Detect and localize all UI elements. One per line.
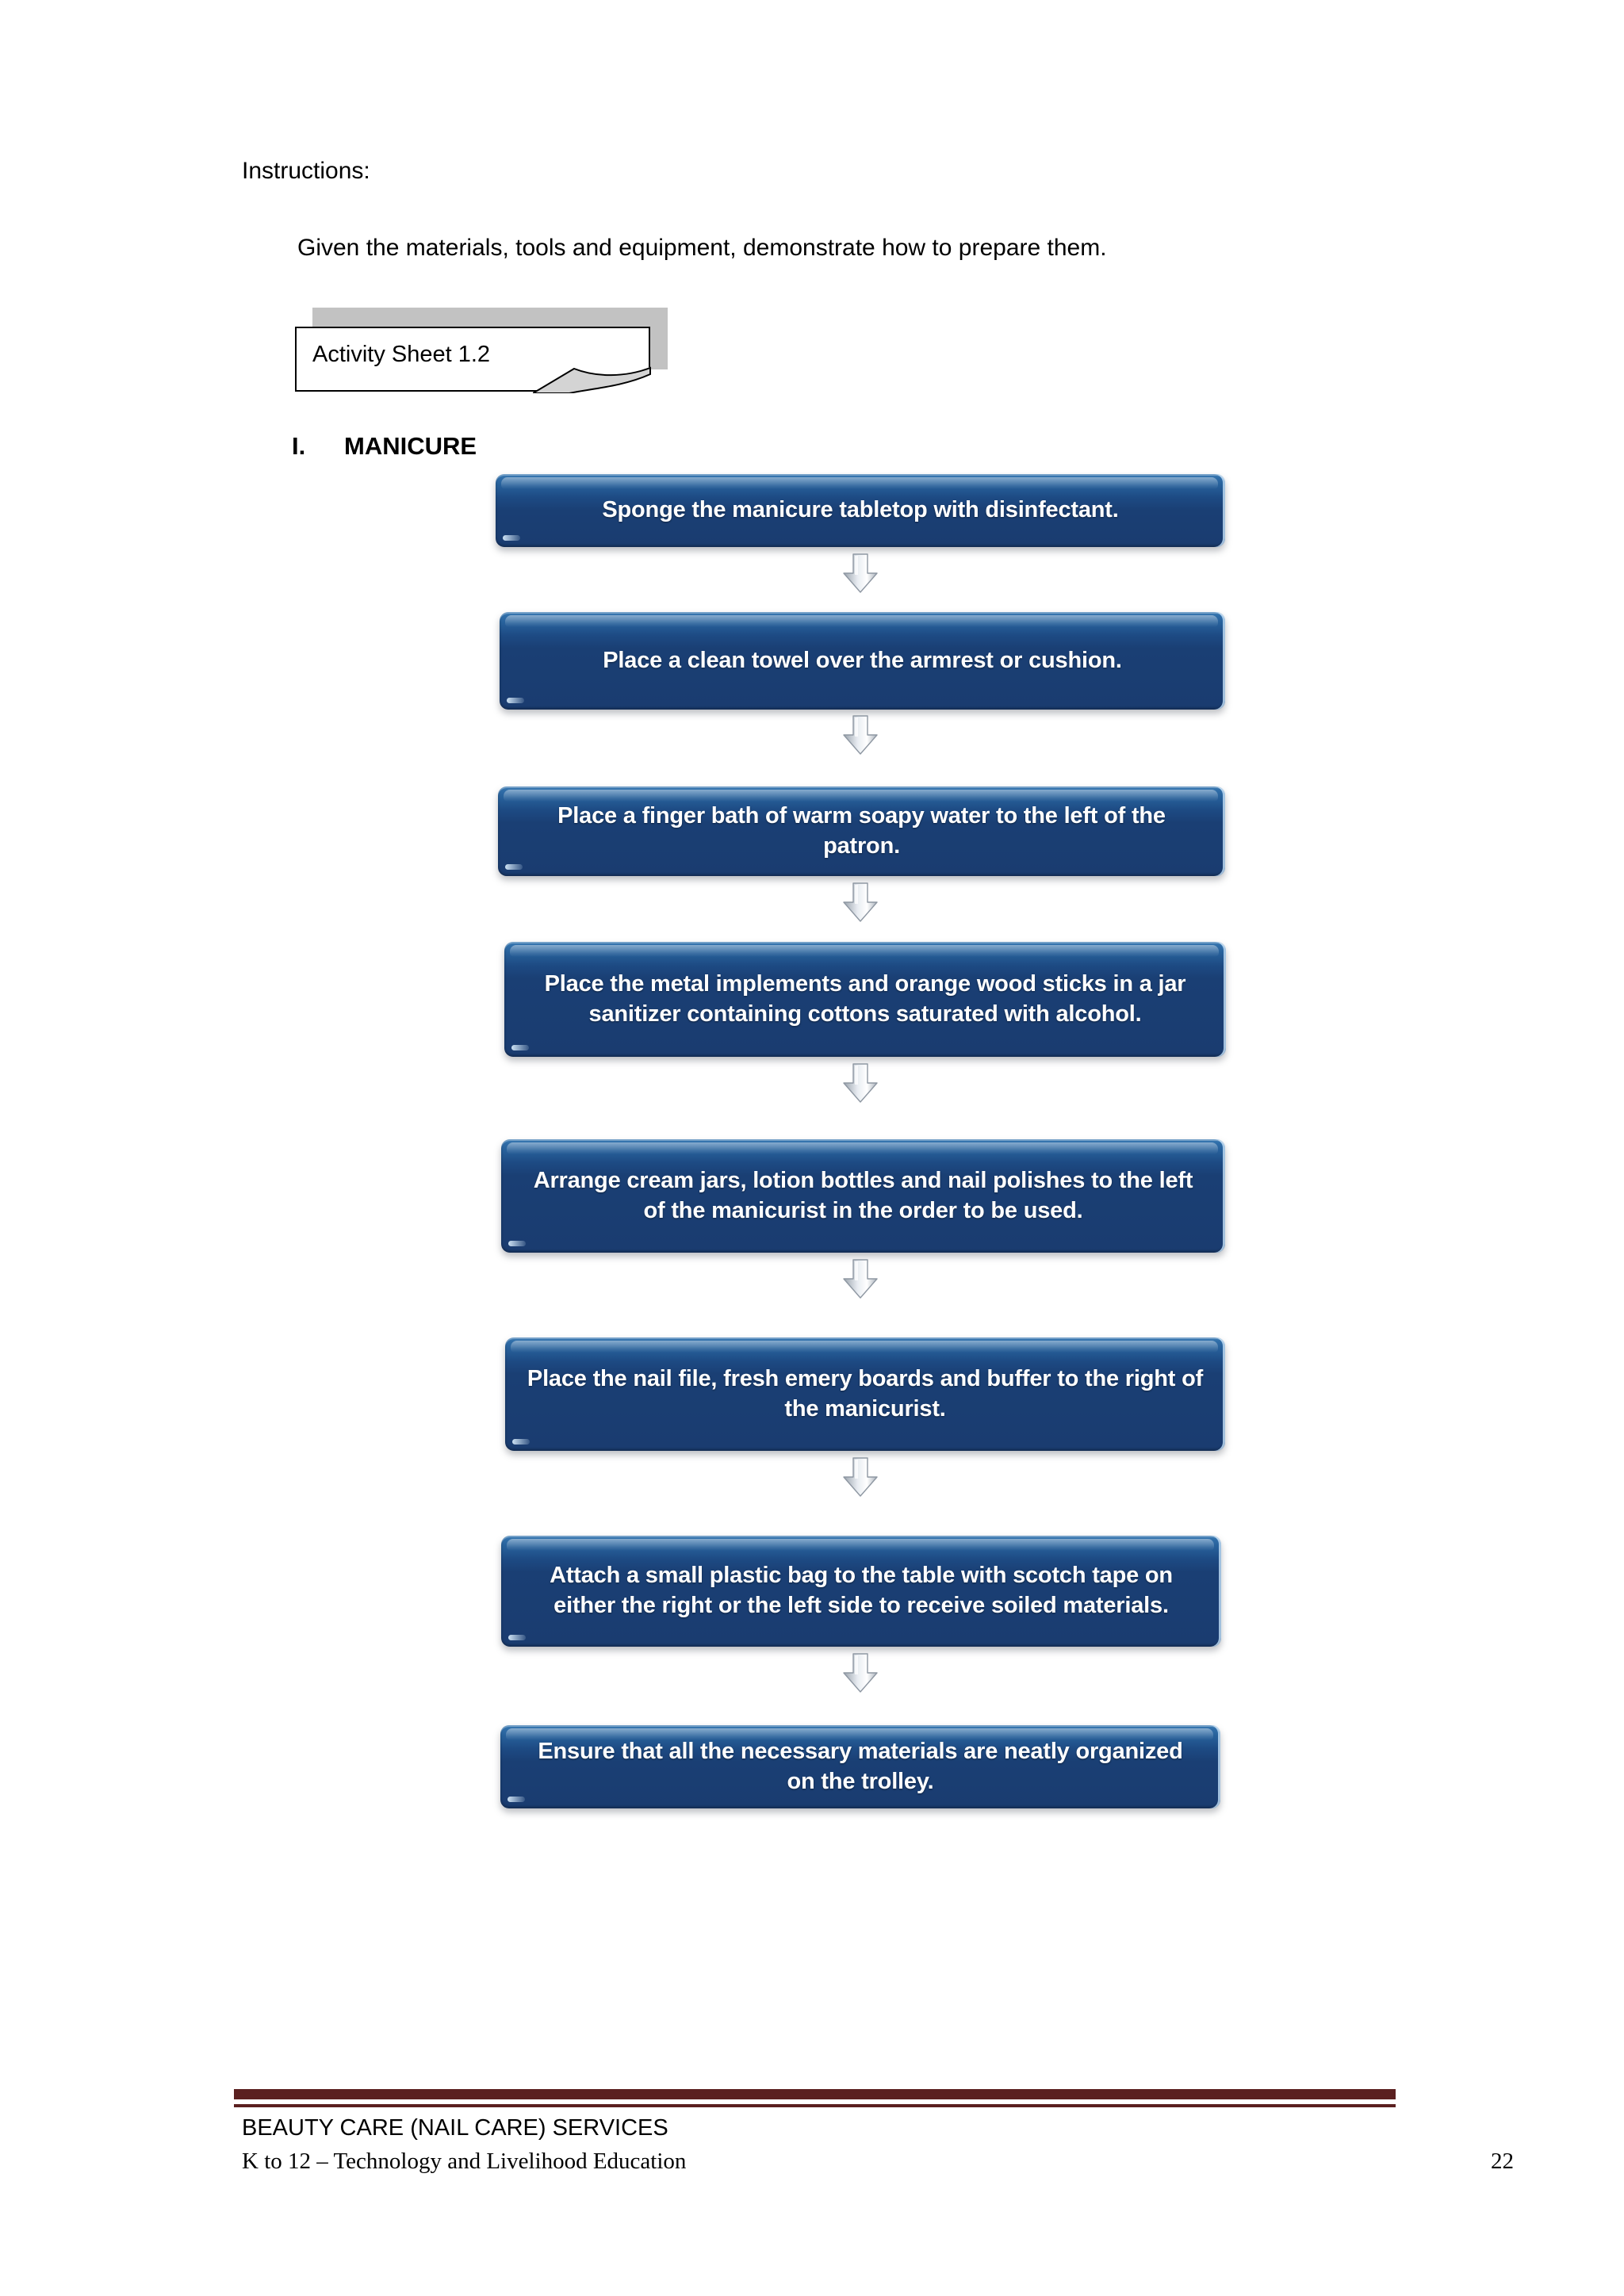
flowchart-node-2[interactable]: Place a clean towel over the armrest or … <box>500 612 1225 710</box>
section-numeral: I. <box>292 432 306 460</box>
flowchart-node-label: Place a finger bath of warm soapy water … <box>557 802 1166 859</box>
footer-title: BEAUTY CARE (NAIL CARE) SERVICES <box>242 2115 668 2141</box>
page-curl-icon <box>533 366 651 393</box>
section-title: MANICURE <box>344 432 477 460</box>
flowchart-node-8[interactable]: Ensure that all the necessary materials … <box>500 1725 1220 1808</box>
flowchart-node-label: Attach a small plastic bag to the table … <box>550 1563 1173 1618</box>
flowchart-arrow-down-icon-4 <box>842 1062 879 1104</box>
footer-subtitle: K to 12 – Technology and Livelihood Educ… <box>242 2149 687 2174</box>
flowchart-arrow-down-icon-2 <box>842 714 879 756</box>
flowchart-arrow-down-icon-5 <box>842 1258 879 1299</box>
flowchart-node-label: Place the nail file, fresh emery boards … <box>527 1365 1204 1422</box>
flowchart-node-6[interactable]: Place the nail file, fresh emery boards … <box>505 1337 1225 1451</box>
page-title: I. MANICURE <box>292 432 477 461</box>
flowchart-node-7[interactable]: Attach a small plastic bag to the table … <box>501 1536 1221 1647</box>
activity-sheet-callout: Activity Sheet 1.2 <box>295 308 668 393</box>
flowchart-node-5[interactable]: Arrange cream jars, lotion bottles and n… <box>501 1139 1225 1253</box>
flowchart-arrow-down-icon-3 <box>842 882 879 923</box>
footer-rule-thick <box>234 2089 1396 2099</box>
flowchart-node-label: Arrange cream jars, lotion bottles and n… <box>533 1167 1193 1223</box>
instructions-label: Instructions: <box>242 158 370 184</box>
flowchart-arrow-down-icon-6 <box>842 1456 879 1498</box>
flowchart-node-3[interactable]: Place a finger bath of warm soapy water … <box>498 786 1225 876</box>
flowchart-arrow-down-icon-1 <box>842 553 879 594</box>
flowchart-node-1[interactable]: Sponge the manicure tabletop with disinf… <box>496 474 1225 547</box>
flowchart-node-label: Ensure that all the necessary materials … <box>538 1738 1183 1794</box>
footer-page-number: 22 <box>1491 2149 1514 2174</box>
footer-rule-thin <box>234 2104 1396 2107</box>
flowchart-node-label: Place the metal implements and orange wo… <box>544 970 1186 1027</box>
instruction-line: Given the materials, tools and equipment… <box>297 235 1107 261</box>
flowchart-arrow-down-icon-7 <box>842 1652 879 1693</box>
flowchart-node-label: Sponge the manicure tabletop with disinf… <box>602 497 1119 523</box>
flowchart-node-label: Place a clean towel over the armrest or … <box>603 647 1122 673</box>
activity-sheet-label: Activity Sheet 1.2 <box>312 342 491 367</box>
flowchart-node-4[interactable]: Place the metal implements and orange wo… <box>504 942 1226 1057</box>
